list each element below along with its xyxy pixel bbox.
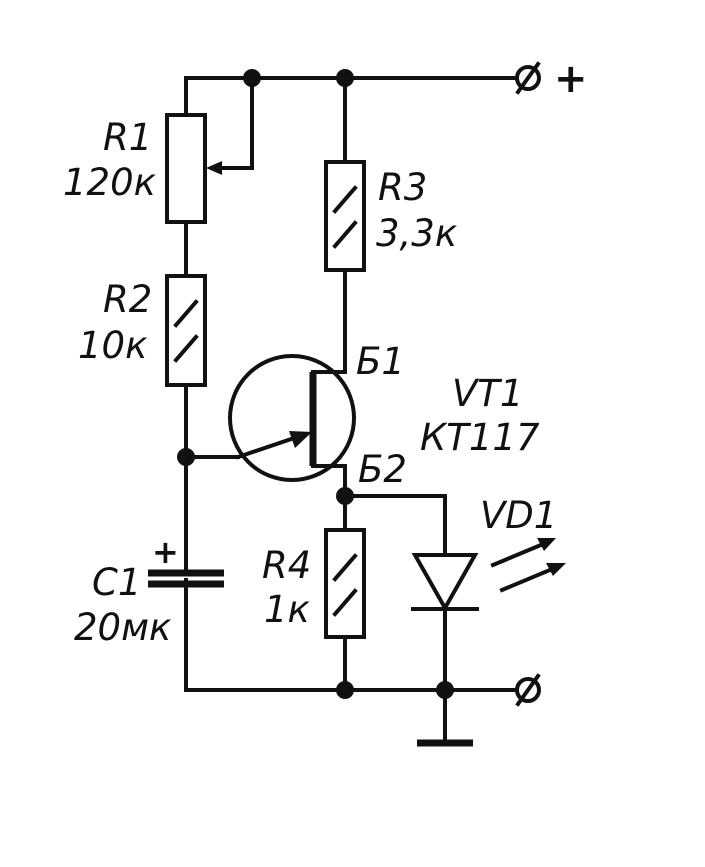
vd1-led: [343, 494, 566, 745]
left-branch-wires: [184, 220, 240, 692]
r1-value: 120к: [63, 161, 157, 204]
r4-resistor: [324, 528, 366, 639]
vd1-light-arrow-1: [537, 538, 556, 551]
junction-dots: [177, 69, 454, 699]
r1-potentiometer: [165, 113, 222, 224]
r3-value: 3,3к: [376, 212, 458, 255]
r2-value: 10к: [78, 324, 148, 367]
c1-value: 20мк: [74, 606, 172, 649]
vt1-ref: VT1: [452, 372, 523, 415]
vd1-light-arrow-2: [546, 563, 566, 576]
positive-terminal-label: +: [554, 56, 588, 102]
vt1-value: КТ117: [420, 416, 540, 459]
c1-ref: C1: [92, 561, 141, 604]
vt1-base2-label: Б2: [358, 448, 407, 491]
r4-value: 1к: [264, 588, 311, 631]
r2-ref: R2: [103, 278, 152, 321]
vt1-base1-label: Б1: [356, 340, 405, 383]
vt1-transistor: [228, 354, 356, 482]
r3-ref: R3: [378, 166, 427, 209]
r4-ref: R4: [262, 544, 311, 587]
c1-capacitor: [148, 569, 224, 588]
top-rail-wires: [184, 76, 519, 170]
c1-polarity-mark: +: [152, 533, 179, 571]
vd1-ref: VD1: [480, 494, 557, 537]
r1-wiper-arrow: [206, 161, 222, 175]
r1-ref: R1: [103, 116, 152, 159]
vt1-emitter-arrow: [289, 431, 312, 448]
r2-resistor: [165, 274, 207, 387]
negative-terminal: [515, 673, 541, 707]
positive-terminal: [515, 61, 541, 95]
r3-resistor: [324, 160, 366, 272]
